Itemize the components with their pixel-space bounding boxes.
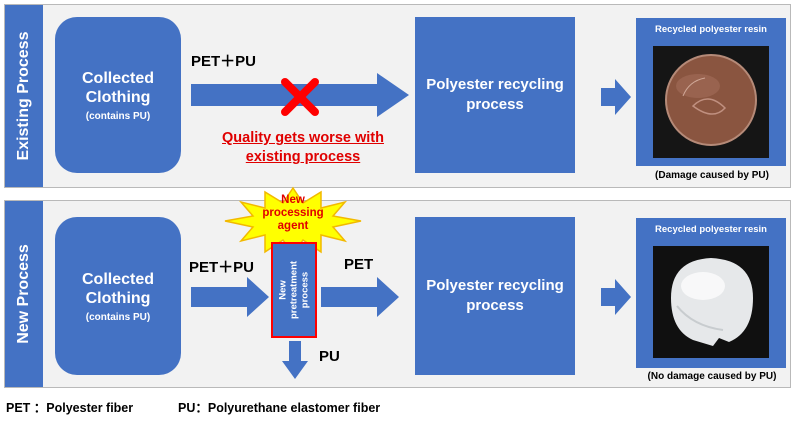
agent-line-2: processing: [262, 207, 324, 219]
recycled-resin-box: Recycled polyester resin: [636, 18, 786, 166]
collected-clothing-title-2: Clothing: [85, 289, 151, 307]
resin-title: Recycled polyester resin: [655, 24, 767, 35]
recycling-label-2: process: [466, 96, 524, 113]
new-process-label: New Process: [15, 244, 32, 344]
quality-warning: Quality gets worse with existing process: [195, 129, 411, 167]
pretreatment-line-1: New: [277, 280, 289, 300]
recycling-label-2: process: [466, 297, 524, 314]
processing-agent-label: New processing agent: [230, 194, 356, 233]
collected-clothing-title-1: Collected: [81, 270, 154, 288]
red-x-icon: [281, 78, 319, 116]
new-process-side-bar: New Process: [5, 201, 43, 387]
damaged-resin-photo: [653, 46, 769, 158]
collected-clothing-subtitle: (contains PU): [85, 110, 151, 122]
recycling-label-1: Polyester recycling: [426, 277, 564, 294]
pretreatment-line-3: process: [299, 271, 311, 309]
collected-clothing-title-2: Clothing: [85, 88, 151, 106]
agent-line-1: New: [281, 194, 305, 206]
pu-removal-arrow: [282, 341, 308, 379]
pretreatment-label: New pretreatment process: [278, 261, 311, 319]
polyester-recycling-box: Polyester recycling process: [415, 217, 575, 375]
quality-warning-line-2: existing process: [245, 149, 361, 165]
legend-pu: PU：Polyurethane elastomer fiber: [178, 401, 381, 415]
input-flow-label: PET＋PU: [189, 259, 255, 276]
to-resin-arrow: [601, 279, 631, 315]
pretreatment-line-2: pretreatment: [288, 260, 300, 320]
recycling-label-1: Polyester recycling: [426, 76, 564, 93]
removed-pu-label: PU: [319, 348, 340, 365]
existing-process-side-bar: Existing Process: [5, 5, 43, 187]
collected-clothing-box: Collected Clothing (contains PU): [55, 17, 181, 173]
collected-clothing-title-1: Collected: [81, 69, 154, 87]
recycled-resin-box: Recycled polyester resin: [636, 218, 786, 368]
collected-clothing-subtitle: (contains PU): [85, 311, 151, 323]
resin-caption: (No damage caused by PU): [647, 371, 777, 382]
input-flow-label: PET＋PU: [191, 53, 257, 70]
agent-line-3: agent: [277, 220, 309, 232]
to-pretreatment-arrow: [191, 277, 269, 317]
to-resin-arrow: [601, 79, 631, 115]
collected-clothing-box: Collected Clothing (contains PU): [55, 217, 181, 375]
existing-process-label: Existing Process: [15, 31, 32, 161]
legend-pet: PET ：Polyester fiber: [6, 401, 134, 415]
polyester-recycling-box: Polyester recycling process: [415, 17, 575, 173]
clean-resin-photo: [653, 246, 769, 358]
quality-warning-line-1: Quality gets worse with: [222, 130, 384, 146]
existing-process-panel: Existing Process Collected Clothing (con…: [4, 4, 791, 188]
resin-caption: (Damage caused by PU): [655, 170, 769, 181]
pretreatment-process-box: New pretreatment process: [271, 242, 317, 338]
new-process-panel: New Process Collected Clothing (contains…: [4, 186, 791, 388]
to-recycling-arrow: [321, 277, 399, 317]
output-flow-label: PET: [344, 256, 374, 273]
resin-title: Recycled polyester resin: [655, 224, 767, 235]
